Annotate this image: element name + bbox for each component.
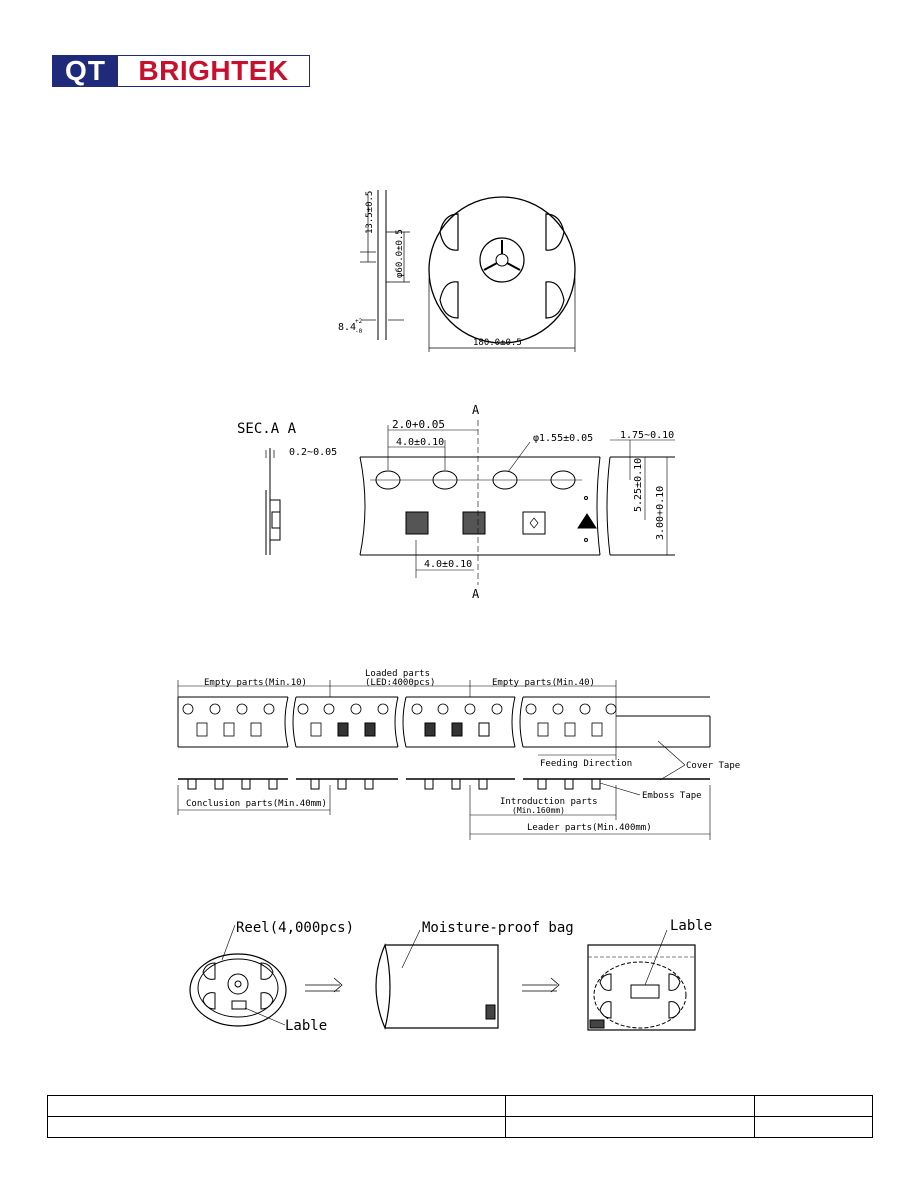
tape-row: 5.25±0.10 — [633, 458, 644, 512]
reel-width-dim: 13.5±0.5 — [365, 191, 375, 234]
empty-parts-start: Empty parts(Min.10) — [204, 678, 307, 688]
footer-cell — [754, 1095, 873, 1117]
tape-hole-dia: φ1.55±0.05 — [533, 433, 593, 444]
tape-pitch-half: 2.0+0.05 — [392, 418, 445, 431]
reel-hub-dim: φ60.0±0.5 — [395, 229, 405, 278]
footer-row — [47, 1095, 873, 1117]
reel-tape-tol-plus: +2 — [355, 318, 363, 325]
introduction-parts-label: Introduction parts — [500, 797, 598, 807]
footer-row — [47, 1116, 873, 1138]
leader-parts-label: Leader parts(Min.400mm) — [527, 823, 652, 833]
packing-drawing — [189, 924, 696, 1031]
section-marker-top: A — [472, 403, 480, 417]
feeding-direction-label: Feeding Direction — [540, 759, 632, 769]
tape-drawing — [265, 420, 675, 585]
tape-pitch-hole: 4.0±0.10 — [396, 437, 444, 448]
packing-label-top: Lable — [670, 918, 712, 934]
company-logo: QT BRIGHTEK — [52, 55, 310, 87]
reel-diameter-dim: 180.0±0.5 — [473, 338, 522, 348]
leader-drawing — [177, 680, 711, 840]
tape-edge: 1.75~0.10 — [620, 430, 674, 441]
packing-reel-label: Reel(4,000pcs) — [236, 920, 354, 936]
footer-table — [47, 1095, 873, 1138]
loaded-parts-label: Loaded parts — [365, 669, 430, 679]
cover-tape-label: Cover Tape — [686, 761, 740, 771]
footer-cell — [505, 1116, 755, 1138]
footer-cell — [47, 1095, 506, 1117]
conclusion-parts-label: Conclusion parts(Min.40mm) — [186, 799, 327, 809]
introduction-parts-min: (Min.160mm) — [512, 806, 565, 815]
logo-brightek: BRIGHTEK — [138, 55, 289, 86]
section-marker-bottom: A — [472, 587, 480, 601]
empty-parts-end: Empty parts(Min.40) — [492, 678, 595, 688]
footer-cell — [754, 1116, 873, 1138]
tape-thickness: 0.2~0.05 — [289, 447, 337, 458]
packing-bag-label: Moisture-proof bag — [422, 920, 574, 936]
tape-width: 3.00+0.10 — [655, 486, 666, 540]
packing-label-bottom: Lable — [285, 1018, 327, 1034]
footer-cell — [47, 1116, 506, 1138]
section-label: SEC.A A — [237, 421, 297, 437]
loaded-parts-count: (LED:4000pcs) — [365, 678, 435, 688]
reel-tape-tol-minus: -0 — [355, 328, 363, 335]
reel-tape-dim: 8.4 — [338, 322, 356, 333]
logo-qt: QT — [53, 56, 118, 86]
emboss-tape-label: Emboss Tape — [642, 791, 702, 801]
tape-pitch-pocket: 4.0±0.10 — [424, 559, 472, 570]
footer-cell — [505, 1095, 755, 1117]
reel-drawing — [360, 190, 576, 352]
